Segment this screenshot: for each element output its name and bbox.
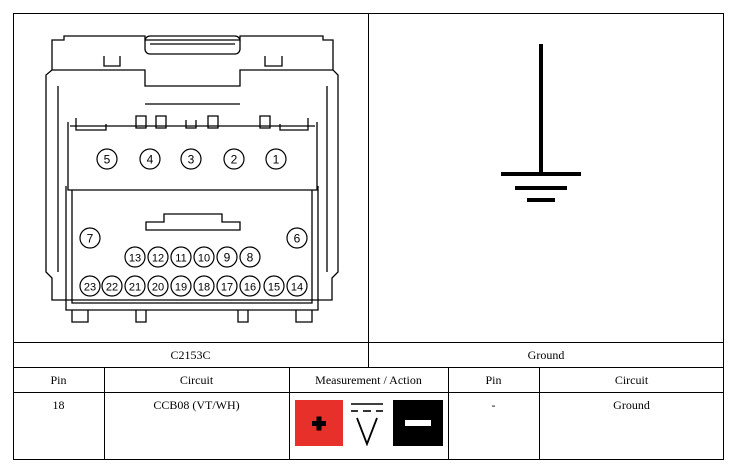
- pin-value: 18: [52, 398, 65, 412]
- pin-circle: [286, 275, 308, 297]
- pin-number: 6: [294, 232, 301, 246]
- pin-circle: [193, 275, 215, 297]
- ground-label: Ground: [527, 348, 565, 362]
- pin-circle: [170, 275, 192, 297]
- header-measurement-action: Measurement / Action: [315, 373, 422, 387]
- minus-probe-icon: [393, 400, 443, 446]
- divider: [368, 13, 369, 368]
- pin-number: 3: [188, 153, 195, 167]
- pin-number: 13: [129, 253, 141, 265]
- pin-number: 21: [129, 282, 141, 294]
- pin-circle: [147, 246, 169, 268]
- divider: [13, 392, 724, 393]
- pin-number: 22: [106, 282, 118, 294]
- pin-circle: [79, 275, 101, 297]
- pin-number: 14: [291, 282, 303, 294]
- pin-number: 1: [273, 153, 280, 167]
- header-circuit: Circuit: [614, 373, 649, 387]
- pin-circle: [147, 275, 169, 297]
- pin-number: 8: [247, 251, 254, 265]
- connector-name-label: C2153C: [170, 348, 211, 362]
- pin-number: 23: [84, 282, 96, 294]
- pin-number: 10: [198, 253, 210, 265]
- pin-number: 9: [224, 251, 231, 265]
- pin-number: 17: [221, 282, 233, 294]
- pin-number: 15: [268, 282, 280, 294]
- divider: [104, 367, 105, 460]
- pin-number: 12: [152, 253, 164, 265]
- dc-voltage-icon: [351, 403, 383, 446]
- pin-circle: [139, 148, 161, 170]
- pin-circle: [124, 275, 146, 297]
- pin-value: -: [491, 398, 496, 412]
- pin-circle: [170, 246, 192, 268]
- plus-probe-icon: [295, 400, 343, 446]
- pin-number: 18: [198, 282, 210, 294]
- pin-circle: [79, 227, 101, 249]
- pin-circle: [96, 148, 118, 170]
- divider: [289, 367, 290, 460]
- pin-number: 19: [175, 282, 187, 294]
- divider: [13, 342, 724, 343]
- pin-circle: [180, 148, 202, 170]
- pin-circle: [239, 246, 261, 268]
- pin-number: 5: [104, 153, 111, 167]
- pin-circle: [124, 246, 146, 268]
- pin-circle: [239, 275, 261, 297]
- pin-number: 4: [147, 153, 154, 167]
- header-pin: Pin: [50, 373, 67, 387]
- circuit-value: Ground: [613, 398, 650, 412]
- pin-circle: [216, 246, 238, 268]
- circuit-value: CCB08 (VT/WH): [153, 398, 240, 412]
- ground-symbol-icon: [501, 44, 581, 202]
- pin-circle: [101, 275, 123, 297]
- pin-circle: [223, 148, 245, 170]
- pin-number: 11: [175, 253, 186, 265]
- header-circuit: Circuit: [179, 373, 214, 387]
- pin-circle: [216, 275, 238, 297]
- header-pin: Pin: [485, 373, 502, 387]
- pin-number: 2: [231, 153, 238, 167]
- divider: [13, 367, 724, 368]
- pin-number: 20: [152, 282, 164, 294]
- pin-circle: [193, 246, 215, 268]
- pin-circle: [286, 227, 308, 249]
- divider: [539, 367, 540, 460]
- pin-number: 7: [87, 232, 94, 246]
- pin-circle: [263, 275, 285, 297]
- divider: [448, 367, 449, 460]
- pin-circle: [265, 148, 287, 170]
- pin-number: 16: [244, 282, 256, 294]
